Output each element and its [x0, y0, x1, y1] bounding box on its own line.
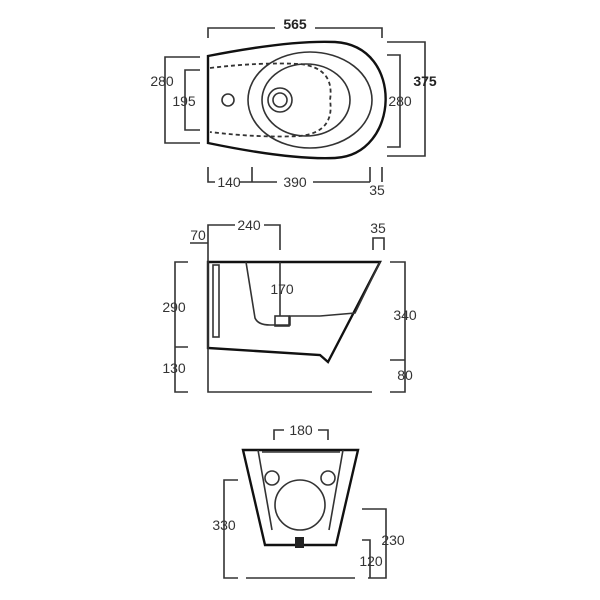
dim-right-280: 280: [388, 93, 412, 109]
drain-outer: [267, 87, 293, 113]
hidden-outline: [209, 62, 332, 138]
drain-inner: [272, 92, 288, 108]
dim-line-70-240: [190, 224, 281, 255]
bowl-profile: [245, 261, 381, 326]
dim-70: 70: [190, 227, 206, 243]
fixing-bracket: [212, 264, 220, 338]
drain-spigot: [295, 537, 304, 548]
dim-line-340-80: [390, 261, 406, 393]
dim-left-280: 280: [150, 73, 174, 89]
bidet-outline-top: [206, 40, 387, 160]
rear-outlet: [274, 479, 326, 531]
front-inner-lines: [257, 449, 344, 531]
dim-290: 290: [162, 299, 186, 315]
bowl-inner: [261, 63, 351, 137]
bowl-rim: [247, 51, 373, 149]
wall-floor-line: [207, 255, 372, 393]
side-view: 70 240 35 170 290 130 340 80: [162, 217, 417, 393]
dim-130: 130: [162, 360, 186, 376]
dim-195: 195: [172, 93, 196, 109]
dim-340: 340: [393, 307, 417, 323]
bidet-outline-front: [241, 448, 360, 547]
fixing-hole-right: [320, 470, 336, 486]
dim-line-375: [387, 41, 426, 157]
dim-120: 120: [359, 553, 383, 569]
dim-170: 170: [270, 281, 294, 297]
dim-35-side: 35: [370, 220, 386, 236]
tap-hole: [221, 93, 235, 107]
dim-330: 330: [212, 517, 236, 533]
dim-line-180: [273, 429, 329, 440]
dim-line-35-side: [372, 237, 385, 250]
dim-line-bottom: [207, 167, 383, 183]
dim-230: 230: [381, 532, 405, 548]
dim-375: 375: [413, 73, 437, 89]
dim-line-290-130: [174, 261, 188, 393]
dim-line-195: [184, 69, 200, 131]
dim-140: 140: [217, 174, 241, 190]
bidet-outline-side: [206, 260, 382, 364]
dim-80: 80: [397, 367, 413, 383]
fixing-hole-left: [264, 470, 280, 486]
dim-565: 565: [283, 16, 307, 32]
front-view: 180 330 230 120: [212, 422, 405, 579]
dim-240: 240: [237, 217, 261, 233]
dim-lines-front: [223, 479, 387, 579]
dim-line-left-280: [164, 56, 200, 144]
dim-35: 35: [369, 182, 385, 198]
dim-390: 390: [283, 174, 307, 190]
drain-outlet: [274, 315, 290, 327]
dim-line-right-280: [387, 54, 401, 148]
dim-180: 180: [289, 422, 313, 438]
dim-line-565: [207, 27, 383, 38]
top-view: 565 280 195 280 375 140 390 35: [150, 16, 437, 198]
